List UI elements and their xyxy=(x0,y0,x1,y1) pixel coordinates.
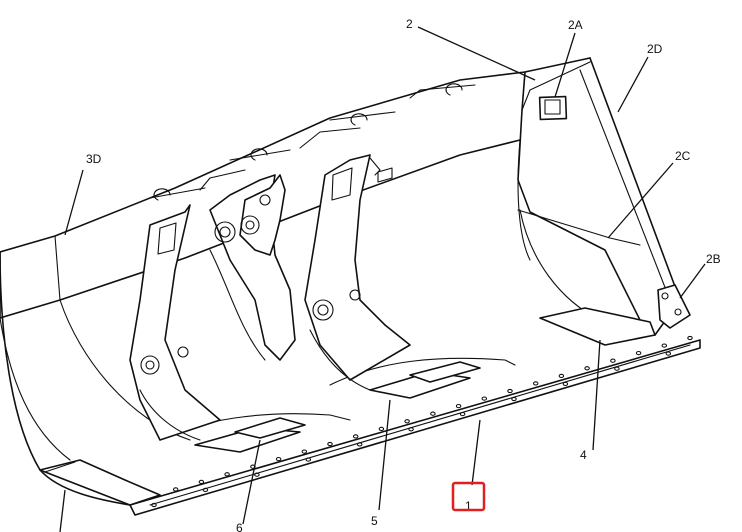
bolt-hole xyxy=(408,427,414,432)
bolt-hole xyxy=(455,403,462,409)
side-plate-right xyxy=(517,57,691,336)
bolt-hole xyxy=(301,449,308,454)
leader-lines xyxy=(59,26,706,532)
bolt-hole xyxy=(404,419,410,424)
callout-2b: 2B xyxy=(706,252,721,266)
bolt-hole xyxy=(430,411,436,416)
bolt-hole xyxy=(378,426,385,432)
callout-1: 1 xyxy=(465,499,472,513)
cutting-edge xyxy=(129,335,701,516)
bolt-hole xyxy=(198,479,205,485)
bolt-hole xyxy=(202,487,209,493)
bolt-hole xyxy=(352,434,359,439)
bolt-hole xyxy=(275,456,282,462)
bucket-shell xyxy=(0,57,591,506)
bolt-hole xyxy=(172,487,179,492)
bolt-hole xyxy=(532,381,539,386)
adapter-pair-left xyxy=(209,174,296,361)
callout-2c: 2C xyxy=(675,149,691,163)
adapter-center xyxy=(304,154,411,391)
bolt-hole xyxy=(254,472,260,477)
callout-2d: 2D xyxy=(647,42,663,56)
bolt-hole xyxy=(665,351,672,356)
bolt-hole xyxy=(687,335,693,341)
callout-6: 6 xyxy=(236,521,243,532)
bolt-hole xyxy=(635,350,642,356)
callout-3d: 3D xyxy=(86,152,102,166)
callout-2a: 2A xyxy=(568,18,583,32)
bolt-hole xyxy=(459,411,466,417)
end-bit-left xyxy=(39,459,161,506)
adapter-left xyxy=(129,204,221,441)
bolt-hole xyxy=(610,358,616,363)
bolt-hole xyxy=(305,457,312,462)
callout-5: 5 xyxy=(371,514,378,528)
callout-2: 2 xyxy=(406,17,413,31)
bolt-hole xyxy=(327,441,333,447)
bolt-hole xyxy=(224,472,230,477)
bolt-hole xyxy=(562,381,569,387)
bolt-hole xyxy=(507,388,513,394)
callout-4: 4 xyxy=(580,448,587,462)
bolt-hole xyxy=(356,442,363,447)
bolt-hole xyxy=(661,343,668,348)
bolt-hole xyxy=(481,396,488,401)
bolt-hole xyxy=(558,373,565,379)
bolt-hole xyxy=(614,366,620,371)
bolt-hole xyxy=(584,366,590,371)
bolt-hole xyxy=(511,396,517,402)
bolt-hole xyxy=(151,502,157,508)
end-bit-right xyxy=(539,307,656,346)
callout-1-highlight xyxy=(451,481,486,512)
wear-plates xyxy=(159,357,516,453)
